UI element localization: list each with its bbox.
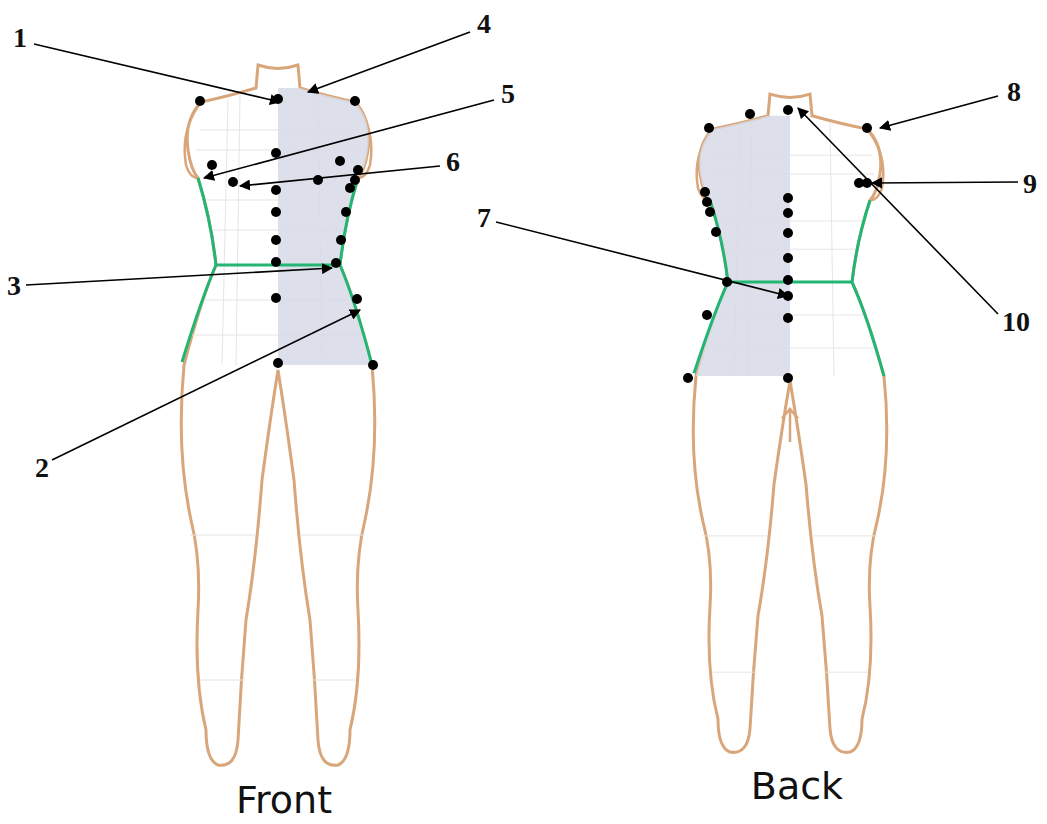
callout-number: 6 [446, 148, 460, 176]
callout-number: 2 [35, 454, 49, 482]
callout-number: 3 [7, 272, 21, 300]
leader-lines [26, 32, 1018, 460]
landmark-dots [195, 94, 872, 383]
callout-number: 1 [13, 24, 27, 52]
callout-number: 8 [1007, 78, 1021, 106]
callout-number: 9 [1023, 170, 1037, 198]
view-label: Back [751, 767, 843, 805]
callout-number: 5 [501, 80, 515, 108]
back-figure [693, 94, 887, 752]
callout-number: 10 [1002, 308, 1030, 336]
callout-number: 7 [477, 204, 491, 232]
view-label: Front [236, 781, 332, 819]
callout-number: 4 [477, 10, 491, 38]
front-figure [181, 65, 375, 765]
